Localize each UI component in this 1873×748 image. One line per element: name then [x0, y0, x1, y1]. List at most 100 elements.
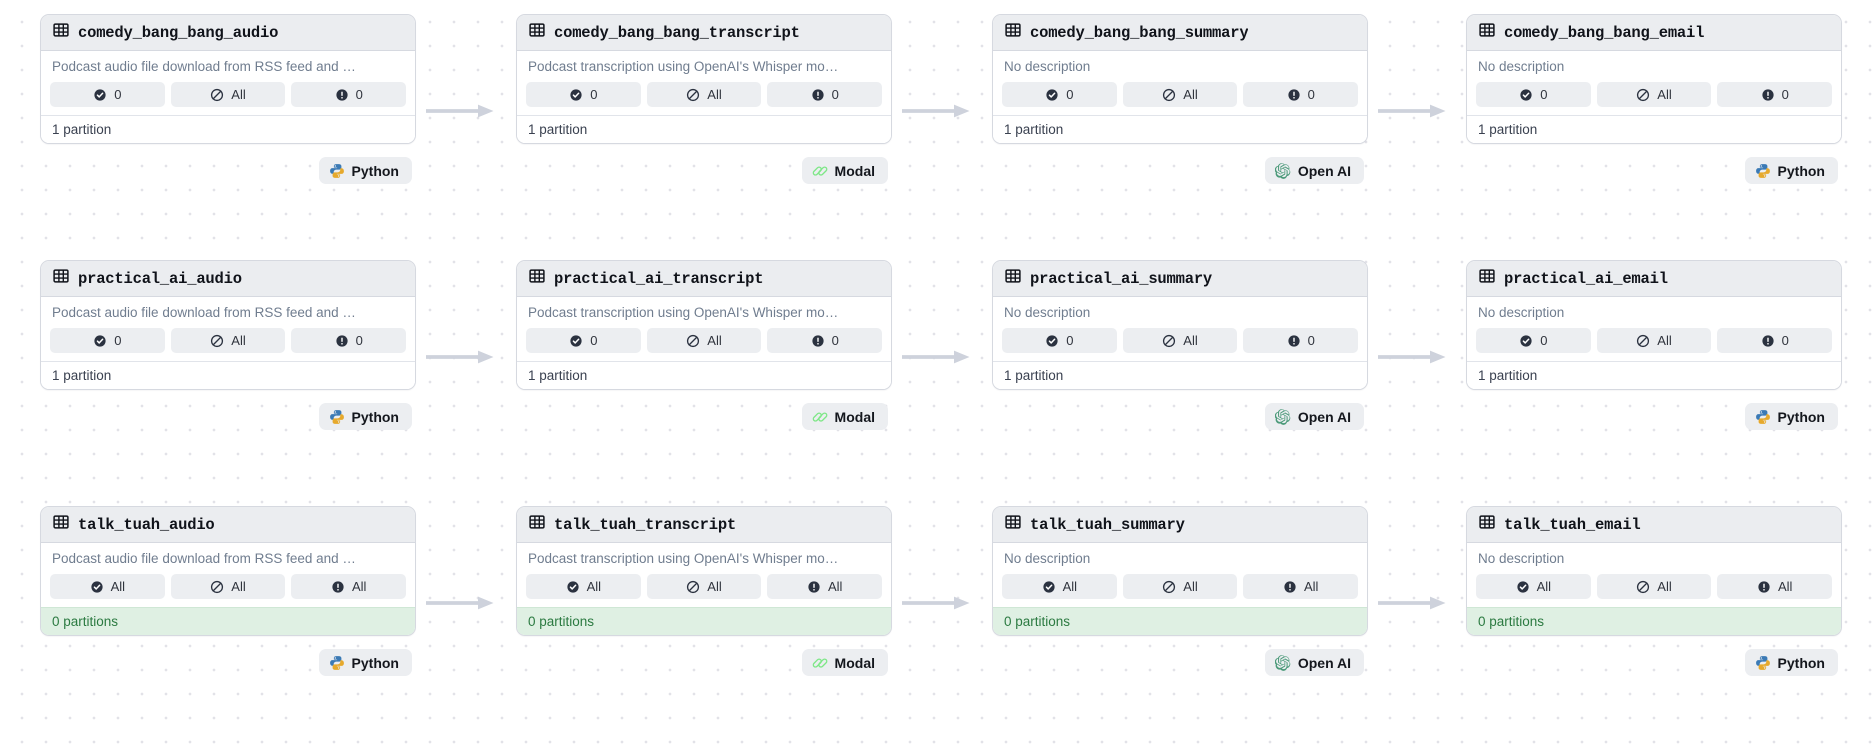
status-pill-check[interactable]: All [1476, 574, 1591, 599]
status-pill-check[interactable]: 0 [50, 328, 165, 353]
table-icon [53, 268, 69, 284]
status-pill-value: All [1657, 579, 1672, 594]
status-pill-value: All [1062, 579, 1078, 594]
asset-tag-row: Python [40, 157, 416, 184]
status-pill-slash[interactable]: All [646, 574, 762, 599]
status-pill-value: All [1303, 579, 1319, 594]
python-logo-icon [1755, 163, 1771, 179]
modal-logo-icon [812, 163, 828, 179]
status-pill-alert[interactable]: 0 [1717, 82, 1833, 107]
asset-tag-open-ai[interactable]: Open AI [1264, 403, 1364, 430]
asset-tag-python[interactable]: Python [318, 157, 412, 184]
asset-description: No description [1478, 305, 1565, 320]
asset-tag-open-ai[interactable]: Open AI [1264, 649, 1364, 676]
status-pill-slash[interactable]: All [1122, 328, 1238, 353]
status-pill-slash[interactable]: All [170, 574, 286, 599]
status-pill-slash[interactable]: All [646, 82, 762, 107]
asset-tag-python[interactable]: Python [318, 649, 412, 676]
status-pill-check[interactable]: All [50, 574, 165, 599]
slash-circle-icon [1636, 88, 1650, 102]
status-pill-slash[interactable]: All [170, 328, 286, 353]
status-pill-alert[interactable]: 0 [1243, 328, 1359, 353]
status-pill-alert[interactable]: 0 [767, 328, 883, 353]
asset-tag-python[interactable]: Python [1744, 649, 1838, 676]
asset-tag-label: Modal [834, 408, 875, 425]
table-icon [53, 268, 69, 289]
asset-tag-python[interactable]: Python [1744, 403, 1838, 430]
status-pill-alert[interactable]: 0 [1717, 328, 1833, 353]
python-logo-icon [329, 163, 345, 179]
alert-circle-icon [1287, 334, 1301, 348]
status-pill-slash[interactable]: All [646, 328, 762, 353]
status-pill-check[interactable]: All [1002, 574, 1117, 599]
status-pill-check[interactable]: 0 [526, 328, 641, 353]
status-pill-slash[interactable]: All [1122, 82, 1238, 107]
status-pill-check[interactable]: 0 [1476, 82, 1591, 107]
status-pill-check[interactable]: 0 [50, 82, 165, 107]
asset-tag-modal[interactable]: Modal [801, 649, 888, 676]
status-pill-alert[interactable]: All [1243, 574, 1359, 599]
status-pill-alert[interactable]: All [1717, 574, 1833, 599]
status-pill-check[interactable]: 0 [1002, 82, 1117, 107]
arrow-right-icon [902, 596, 970, 610]
status-pill-value: 0 [1307, 333, 1315, 348]
partition-count-label: 1 partition [1004, 122, 1064, 137]
status-pill-check[interactable]: All [526, 574, 641, 599]
status-pill-alert[interactable]: All [291, 574, 407, 599]
asset-tag-row: Modal [516, 403, 892, 430]
status-pill-slash[interactable]: All [1596, 82, 1712, 107]
status-pill-slash[interactable]: All [1596, 574, 1712, 599]
check-circle-icon [93, 88, 107, 102]
status-pill-check[interactable]: 0 [1002, 328, 1117, 353]
partition-count-label: 1 partition [52, 122, 112, 137]
asset-tag-python[interactable]: Python [1744, 157, 1838, 184]
slash-circle-icon [686, 88, 700, 102]
asset-tag-open-ai[interactable]: Open AI [1264, 157, 1364, 184]
status-pill-alert[interactable]: 0 [1243, 82, 1359, 107]
status-pill-alert[interactable]: 0 [291, 82, 407, 107]
status-pill-check[interactable]: 0 [526, 82, 641, 107]
status-pill-slash[interactable]: All [170, 82, 286, 107]
status-pill-alert[interactable]: 0 [767, 82, 883, 107]
asset-card-header: practical_ai_transcript [517, 261, 891, 297]
status-pill-slash[interactable]: All [1596, 328, 1712, 353]
slash-circle-icon [1636, 580, 1650, 594]
asset-tag-modal[interactable]: Modal [801, 403, 888, 430]
table-icon [1479, 514, 1495, 535]
asset-partition-footer: 1 partition [517, 115, 891, 143]
status-pill-slash[interactable]: All [1122, 574, 1238, 599]
status-pill-alert[interactable]: 0 [291, 328, 407, 353]
asset-tag-label: Open AI [1297, 408, 1351, 425]
status-pill-check[interactable]: 0 [1476, 328, 1591, 353]
asset-tag-modal[interactable]: Modal [801, 157, 888, 184]
asset-card-body: Podcast transcription using OpenAI's Whi… [517, 51, 891, 115]
asset-tag-python[interactable]: Python [318, 403, 412, 430]
status-pill-alert[interactable]: All [767, 574, 883, 599]
